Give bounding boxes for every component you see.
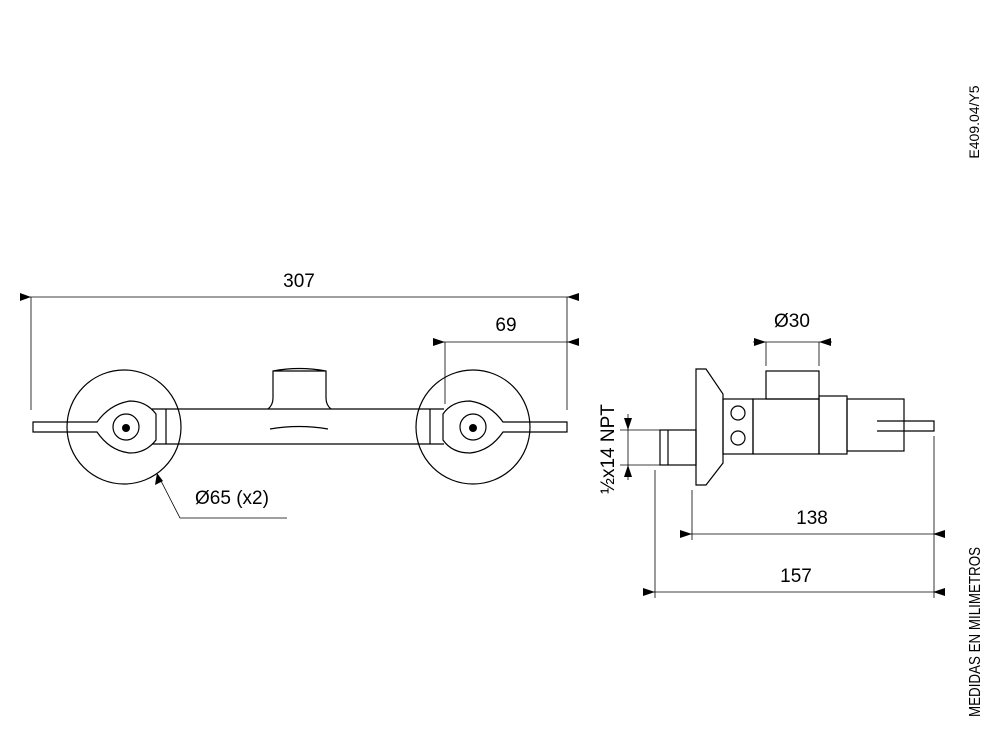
right-handle-cap: [459, 413, 487, 441]
left-handle-cap: [112, 413, 140, 441]
block-port-bottom: [730, 430, 746, 446]
handle-offset-label: 69: [495, 315, 516, 336]
escutcheon-leader: [158, 476, 287, 519]
top-outlet: [267, 367, 332, 410]
side-body: [752, 398, 820, 455]
right-escutcheon: [415, 369, 531, 485]
thread-label: ½x14 NPT: [598, 404, 619, 494]
cartridge-cap: [846, 398, 905, 452]
left-hot-cold-icon: [122, 424, 130, 432]
outlet-diameter-label: Ø30: [774, 311, 810, 332]
inlet-nipple: [659, 429, 697, 466]
dim-307-arrow-right: [567, 293, 579, 301]
dim-307-arrow-left: [20, 293, 31, 301]
escutcheon-diameter-label: Ø65 (x2): [195, 488, 269, 509]
side-top-outlet: [765, 370, 820, 400]
dim-thread-arrow-bottom: [624, 465, 632, 477]
dim-69-arrow-right: [567, 338, 579, 346]
dim-69-arrow-left: [433, 338, 445, 346]
body-curve: [269, 425, 329, 430]
wall-flange: [695, 368, 724, 486]
depth-inner-label: 138: [796, 508, 828, 529]
dim-138-arrow-right: [933, 530, 945, 538]
depth-total-label: 157: [780, 566, 812, 587]
dim-157-arrow-right: [933, 588, 945, 596]
dim-30-arrow-left: [754, 338, 766, 346]
block-port-top: [730, 405, 746, 421]
escutcheon-leader-arrow: [155, 473, 163, 485]
left-escutcheon: [66, 369, 182, 485]
overall-width-label: 307: [283, 271, 315, 292]
side-view: Ø30 ½x14 NPT 138 157: [598, 311, 945, 598]
right-hot-cold-icon: [469, 424, 477, 432]
cartridge: [818, 395, 848, 455]
units-note: MEDIDAS EN MILIMETROS: [967, 547, 984, 717]
right-lever: [442, 400, 568, 454]
dim-157-arrow-left: [643, 588, 655, 596]
left-lever: [32, 400, 157, 454]
side-lever: [877, 420, 935, 432]
valve-body: [152, 408, 444, 445]
drawing-code: E409.04/Y5: [966, 85, 982, 158]
front-view: 307 69 Ø65 (x2): [20, 271, 579, 519]
valve-block: [722, 398, 754, 455]
dim-thread-arrow-top: [624, 418, 632, 430]
dim-138-arrow-left: [680, 530, 692, 538]
dim-30-arrow-right: [819, 338, 831, 346]
